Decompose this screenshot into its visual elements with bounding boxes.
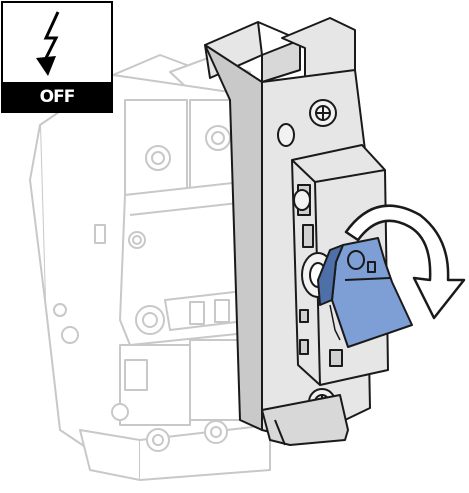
toggle-handle bbox=[317, 237, 413, 348]
single-pole-breaker bbox=[204, 17, 389, 446]
terminal-screw-icon bbox=[309, 99, 337, 127]
rotate-arrow-icon bbox=[344, 204, 466, 320]
off-badge-label: OFF bbox=[39, 87, 76, 107]
off-warning-badge bbox=[1, 1, 113, 113]
lightning-bolt-icon bbox=[36, 11, 60, 76]
